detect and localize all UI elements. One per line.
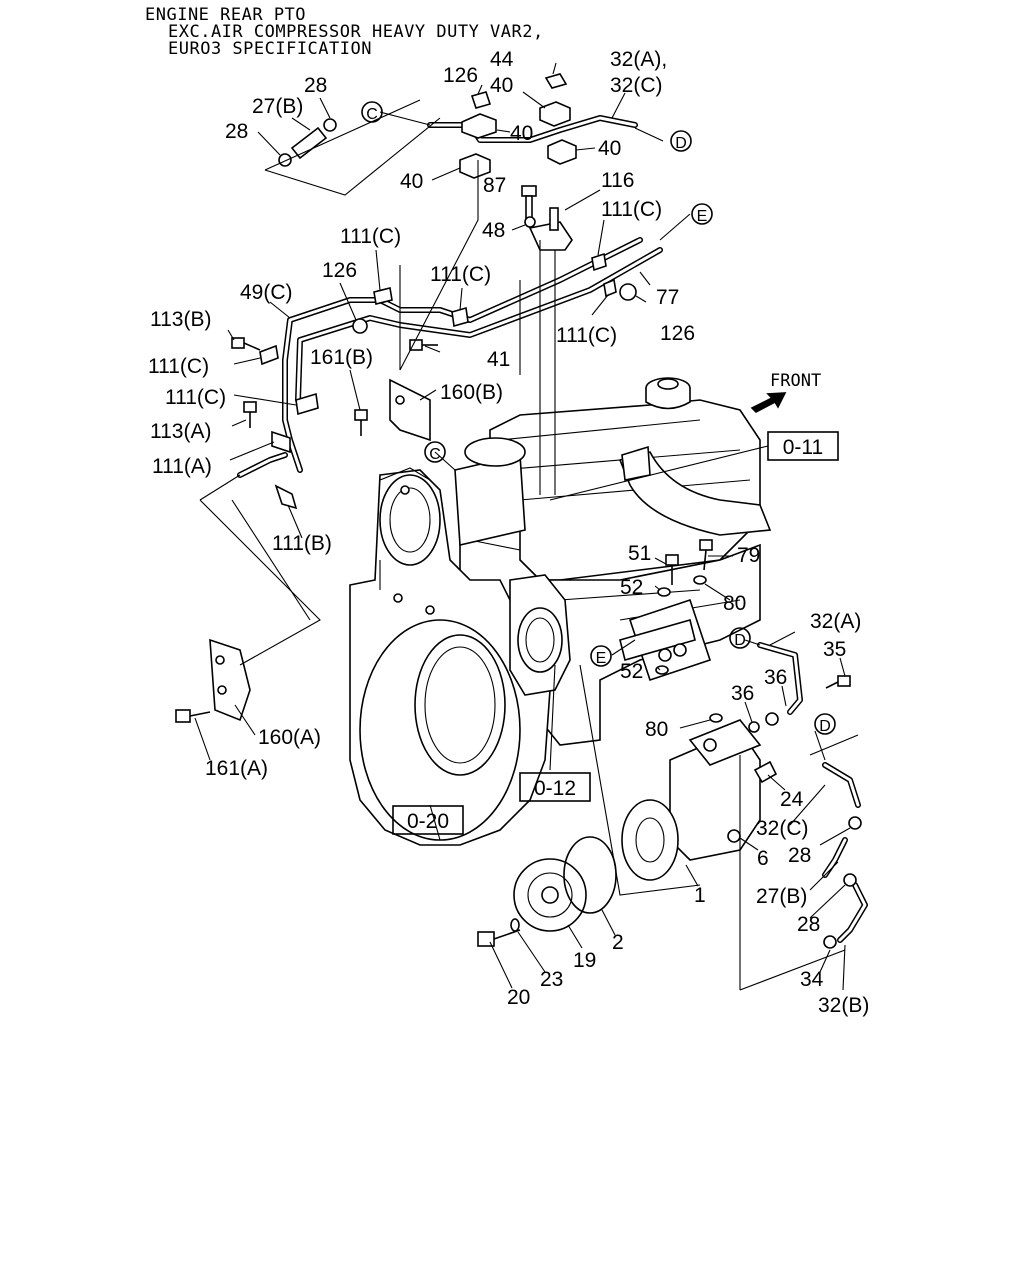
- callout-126: 126: [660, 322, 695, 345]
- circle-ref-d-right: D: [734, 632, 746, 649]
- callout-111c: 111(C): [148, 355, 209, 378]
- callout-77: 77: [656, 286, 679, 309]
- callout-111c: 111(C): [340, 225, 401, 248]
- callout-48: 48: [482, 219, 505, 242]
- ref-box-0-11: 0-11: [783, 436, 823, 459]
- callout-87: 87: [483, 174, 506, 197]
- callout-24: 24: [780, 788, 804, 811]
- reference-boxes: 0-11 0-12 0-20: [392, 431, 839, 835]
- callout-126: 126: [443, 64, 478, 87]
- callout-111a: 111(A): [152, 455, 212, 478]
- callout-160a: 160(A): [258, 726, 321, 749]
- ref-box-0-12: 0-12: [534, 777, 576, 800]
- callout-111b: 111(B): [272, 532, 332, 555]
- callout-28: 28: [225, 120, 248, 143]
- callout-32a: 32(A): [810, 610, 861, 633]
- callout-49c: 49(C): [240, 281, 293, 304]
- callout-51: 51: [628, 542, 651, 565]
- callout-111c: 111(C): [430, 263, 491, 286]
- callout-23: 23: [540, 968, 563, 991]
- callout-52: 52: [620, 660, 643, 683]
- callout-2: 2: [612, 931, 624, 954]
- callout-32c: 32(C): [610, 74, 663, 97]
- header-line-3: EURO3 SPECIFICATION: [168, 39, 372, 59]
- callout-41: 41: [487, 348, 510, 371]
- callout-113a: 113(A): [150, 420, 211, 443]
- header-line-1: ENGINE REAR PTO: [145, 5, 307, 25]
- callout-20: 20: [507, 986, 530, 1009]
- header-line-2: EXC.AIR COMPRESSOR HEAVY DUTY VAR2,: [168, 22, 544, 42]
- circle-ref-c-mid: C: [429, 446, 441, 463]
- circle-ref-c-top: C: [366, 106, 378, 123]
- circle-ref-d-top: D: [675, 135, 687, 152]
- callout-161b: 161(B): [310, 346, 373, 369]
- callout-160b: 160(B): [440, 381, 503, 404]
- callout-32a: 32(A),: [610, 48, 667, 71]
- callout-28: 28: [304, 74, 327, 97]
- callout-27b: 27(B): [252, 95, 303, 118]
- callout-40: 40: [598, 137, 621, 160]
- callout-28: 28: [797, 913, 820, 936]
- circle-references: C D E C D D E: [361, 101, 836, 735]
- callout-161a: 161(A): [205, 757, 268, 780]
- engine-block-drawing: [349, 377, 772, 846]
- pipe-assemblies: [237, 115, 868, 943]
- callout-40: 40: [510, 122, 533, 145]
- callout-36: 36: [764, 666, 787, 689]
- callout-44: 44: [490, 48, 514, 71]
- callout-126: 126: [322, 259, 357, 282]
- callout-1: 1: [694, 884, 706, 907]
- circle-ref-d-lower: D: [819, 718, 831, 735]
- leader-lines: [194, 62, 859, 991]
- callout-80: 80: [645, 718, 668, 741]
- ref-box-0-20: 0-20: [407, 810, 449, 833]
- part-callouts: 44 126 40 32(A), 32(C) 28 27(B) 28 40 40…: [148, 48, 869, 1017]
- circle-ref-e-lower: E: [596, 650, 607, 667]
- callout-40: 40: [490, 74, 513, 97]
- small-parts: [175, 73, 862, 949]
- callout-6: 6: [757, 847, 769, 870]
- callout-36: 36: [731, 682, 754, 705]
- callout-35: 35: [823, 638, 846, 661]
- callout-28: 28: [788, 844, 811, 867]
- callout-40: 40: [400, 170, 423, 193]
- callout-116: 116: [601, 169, 634, 192]
- callout-32b: 32(B): [818, 994, 869, 1017]
- callout-32c: 32(C): [756, 817, 809, 840]
- callout-79: 79: [737, 544, 760, 567]
- callout-111c: 111(C): [601, 198, 662, 221]
- callout-27b: 27(B): [756, 885, 807, 908]
- callout-19: 19: [573, 949, 596, 972]
- callout-111c: 111(C): [556, 324, 617, 347]
- callout-80: 80: [723, 592, 746, 615]
- front-label: FRONT: [770, 371, 821, 391]
- callout-111c: 111(C): [165, 386, 226, 409]
- callout-34: 34: [800, 968, 824, 991]
- circle-ref-e-top: E: [697, 208, 708, 225]
- callout-113b: 113(B): [150, 308, 211, 331]
- callout-52: 52: [620, 576, 643, 599]
